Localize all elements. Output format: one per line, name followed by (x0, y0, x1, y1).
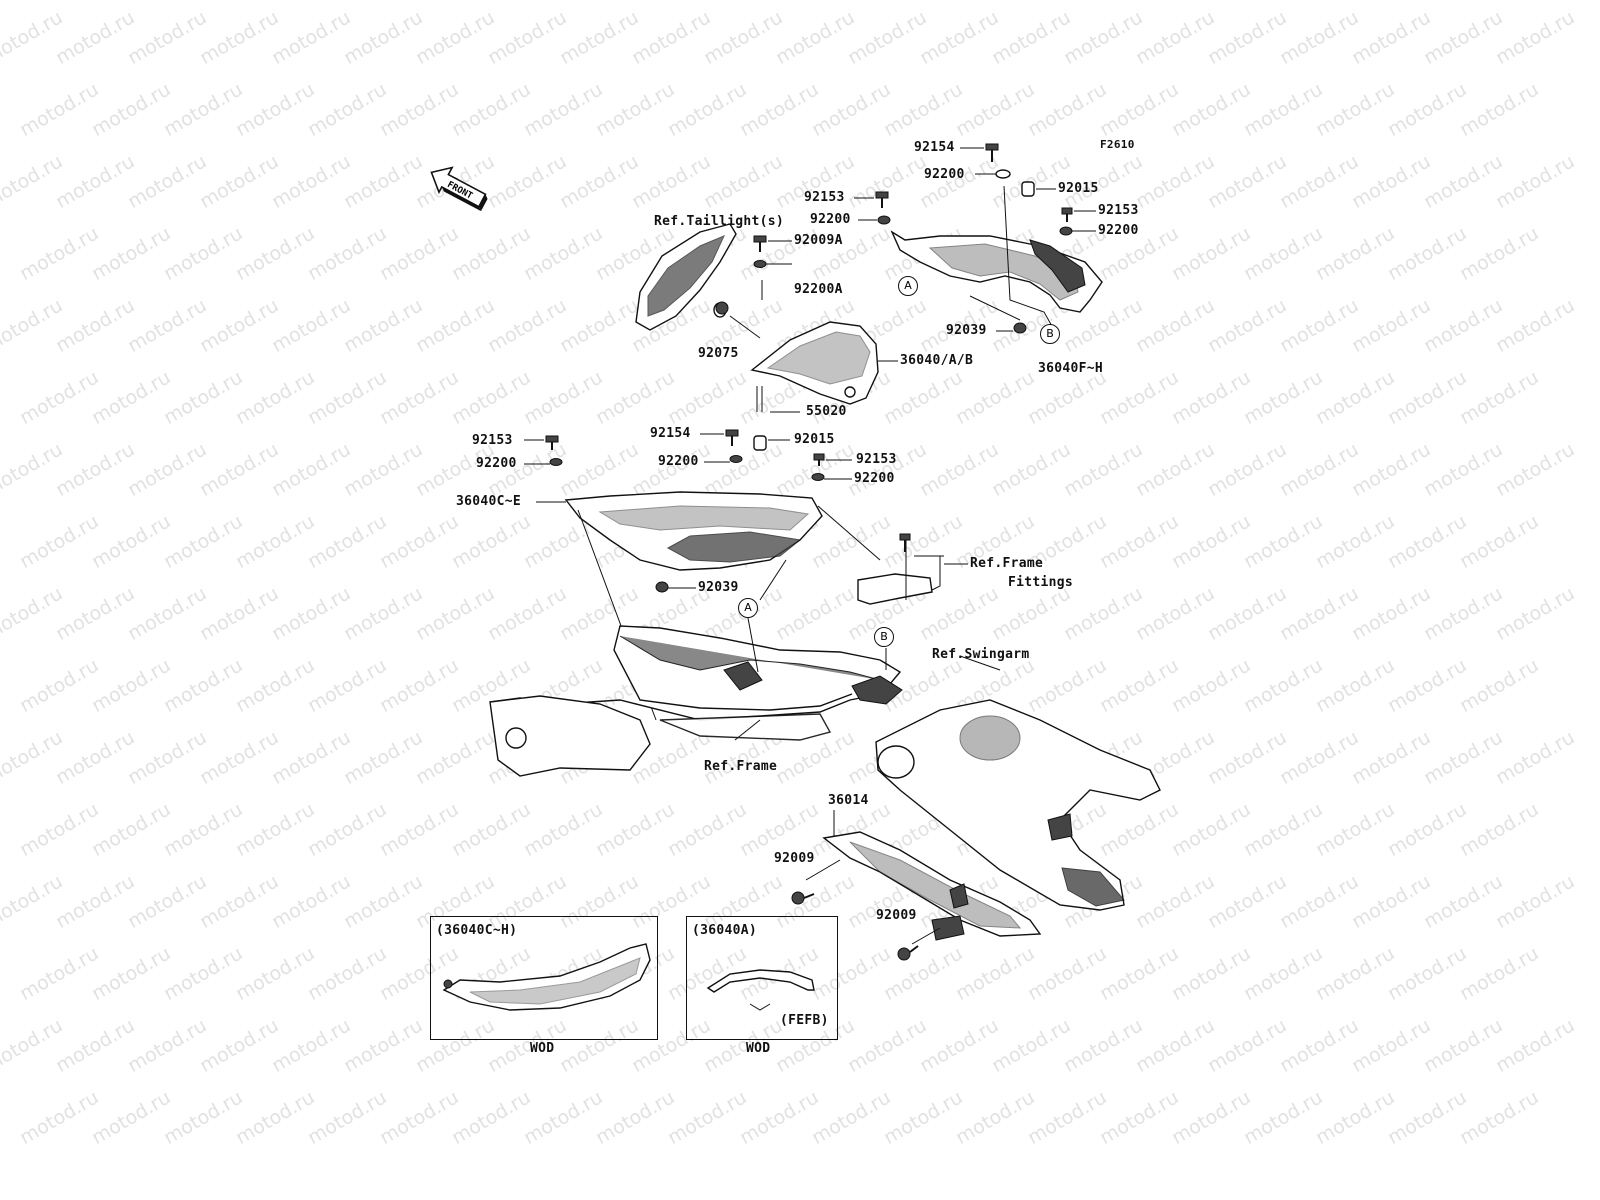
part-label-92200-b: 92200 (1098, 223, 1139, 238)
bolt-icon (725, 429, 739, 446)
diagram-code: F2610 (1100, 138, 1135, 151)
washer-icon (995, 169, 1011, 179)
washer-icon (729, 455, 743, 463)
inset-right-note: (FEFB) (780, 1013, 829, 1028)
bolt-icon (791, 891, 815, 905)
grommet-icon (715, 301, 729, 315)
part-label-92200A: 92200A (794, 282, 843, 297)
part-label-36040AB: 36040/A/B (900, 353, 974, 368)
washer-icon (1059, 226, 1073, 236)
bolt-icon (985, 143, 999, 162)
part-label-92154-mid: 92154 (650, 426, 691, 441)
callout-b-frame: B (874, 627, 894, 647)
fastener-icons (545, 143, 1073, 961)
rear-frame (489, 625, 903, 777)
inset-left-footer: WOD (530, 1041, 555, 1056)
part-label-92200-top: 92200 (924, 167, 965, 182)
part-label-92153-right: 92153 (856, 452, 897, 467)
part-label-92200-right: 92200 (854, 471, 895, 486)
inset-right-title: (36040A) (692, 923, 758, 938)
part-label-36040FH: 36040F~H (1038, 361, 1104, 376)
part-label-92153-a: 92153 (804, 190, 845, 205)
part-label-92200-left: 92200 (476, 456, 517, 471)
part-label-36014: 36014 (828, 793, 869, 808)
part-label-92039-mid: 92039 (698, 580, 739, 595)
bolt-icon (897, 945, 919, 961)
bolt-icon (1061, 207, 1073, 222)
chain-guard (805, 810, 1042, 945)
bolt-icon (813, 453, 825, 466)
part-label-92200-mid: 92200 (658, 454, 699, 469)
part-label-92153-left: 92153 (472, 433, 513, 448)
ref-frame-label: Ref.Frame (704, 759, 778, 774)
ref-frame-fittings-label-1: Ref.Frame (970, 556, 1044, 571)
callout-b-top: B (1040, 324, 1060, 344)
part-label-92015-mid: 92015 (794, 432, 835, 447)
part-label-92154-top: 92154 (914, 140, 955, 155)
nut-icon (1013, 322, 1027, 334)
front-arrow-icon: FRONT (430, 166, 488, 212)
part-label-92075: 92075 (698, 346, 739, 361)
washer-icon (811, 473, 825, 481)
washer-icon (877, 215, 891, 225)
callout-a-top: A (898, 276, 918, 296)
side-cover (564, 491, 823, 721)
collar-icon (753, 435, 767, 451)
inset-left-part (442, 943, 651, 1011)
bolt-icon (899, 533, 911, 552)
ref-frame-fittings-label-2: Fittings (1008, 575, 1074, 590)
part-label-92009-a: 92009 (774, 851, 815, 866)
callout-a-frame: A (738, 598, 758, 618)
frame-fittings-bracket (817, 505, 944, 605)
taillight (635, 223, 761, 339)
nut-icon (655, 581, 669, 593)
part-label-92009-b: 92009 (876, 908, 917, 923)
part-label-92200-a: 92200 (810, 212, 851, 227)
swingarm (875, 699, 1161, 911)
bolt-icon (545, 435, 559, 450)
part-label-55020: 55020 (806, 404, 847, 419)
part-label-36040CE: 36040C~E (456, 494, 522, 509)
inset-box-left (430, 916, 658, 1040)
bolt-icon (753, 235, 767, 252)
part-label-92039-top: 92039 (946, 323, 987, 338)
part-label-92009A: 92009A (794, 233, 843, 248)
part-label-92015-top: 92015 (1058, 181, 1099, 196)
collar-icon (1021, 181, 1035, 197)
inset-left-title: (36040C~H) (436, 923, 518, 938)
inset-box-right (686, 916, 838, 1040)
inset-right-footer: WOD (746, 1041, 771, 1056)
washer-icon (549, 458, 563, 466)
ref-taillight-label: Ref.Taillight(s) (654, 214, 785, 229)
inset-right-part (706, 969, 815, 1011)
bolt-icon (875, 191, 889, 208)
seat-cover-center (750, 280, 879, 412)
ref-swingarm-label: Ref.Swingarm (932, 647, 1030, 662)
leader-lines (524, 147, 1096, 741)
upper-rear-cowl (890, 185, 1103, 329)
washer-icon (753, 260, 767, 268)
part-label-92153-b: 92153 (1098, 203, 1139, 218)
